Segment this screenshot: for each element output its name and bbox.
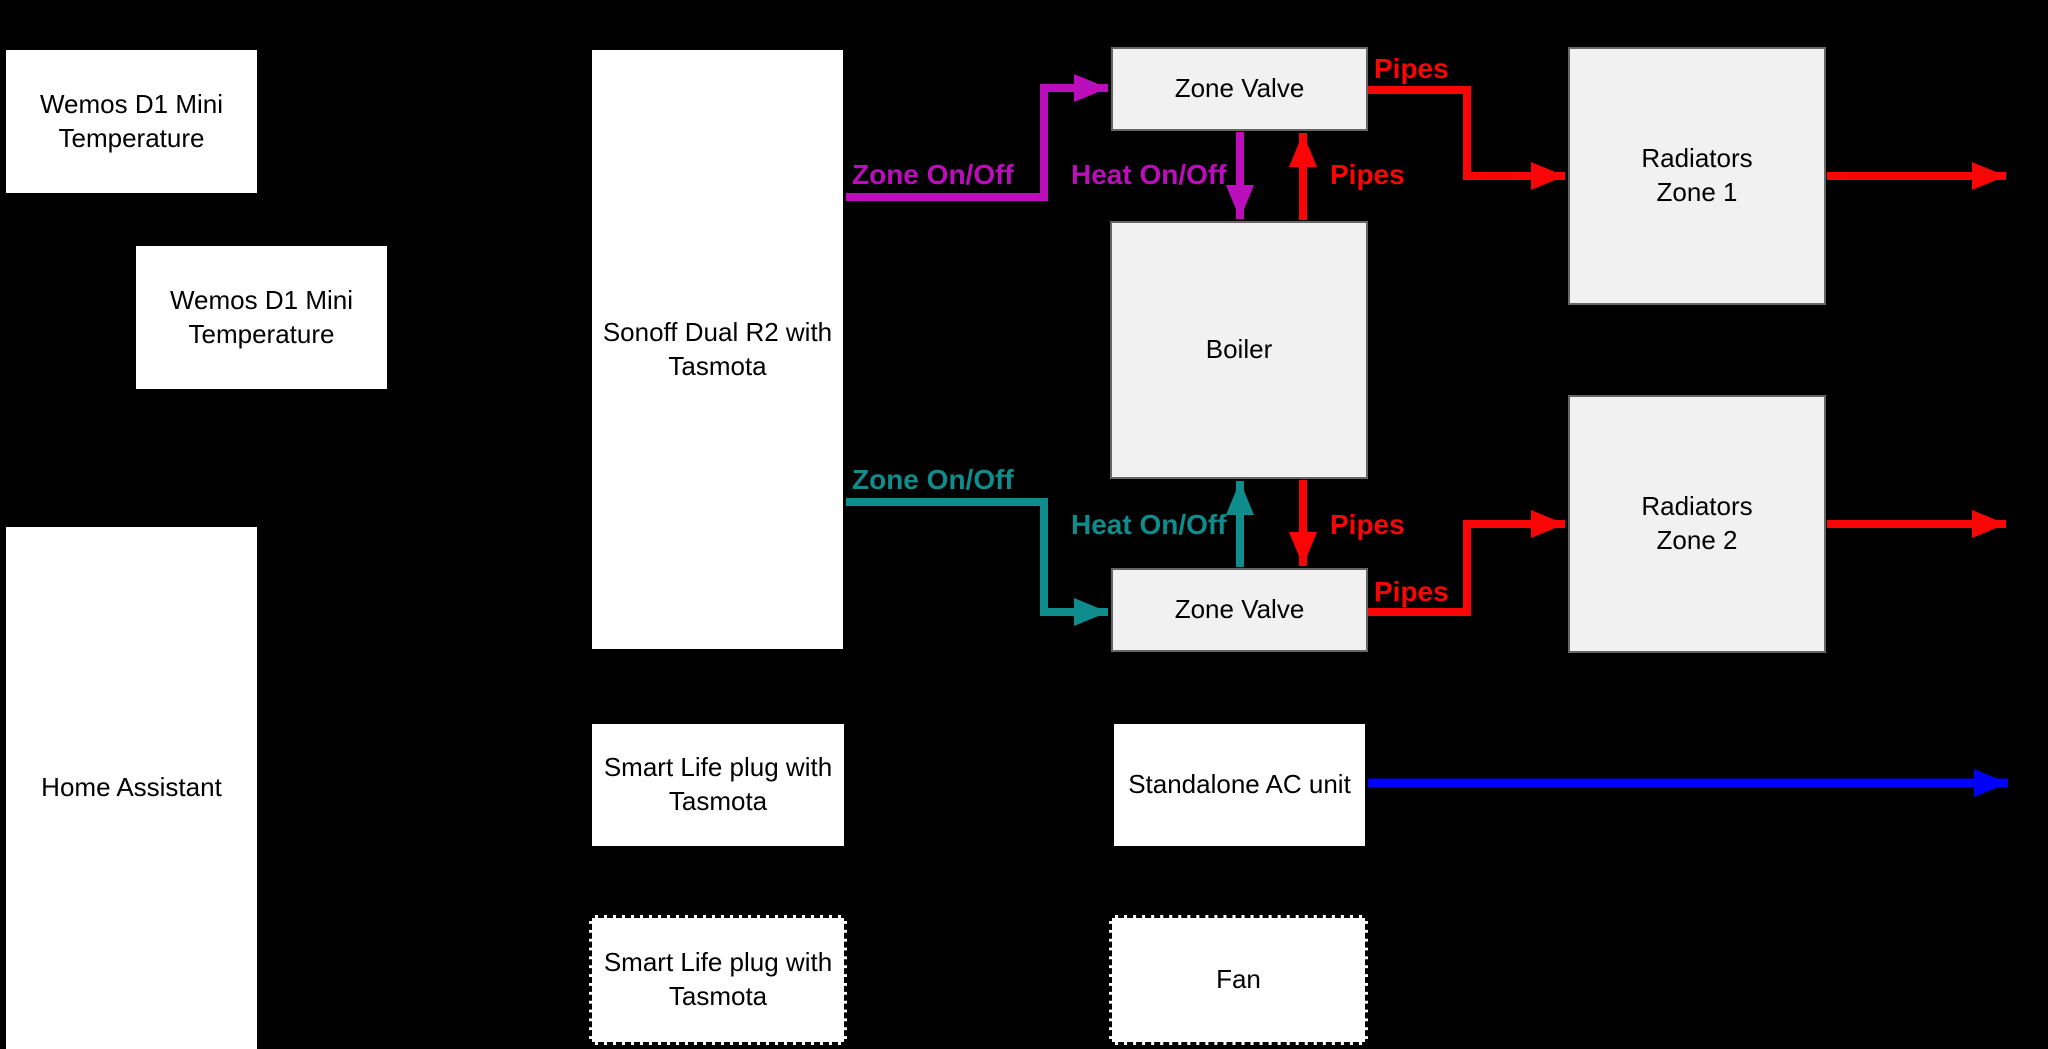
node-zone-valve-1: Zone Valve bbox=[1111, 47, 1368, 131]
node-radiators-zone-1: Radiators Zone 1 bbox=[1568, 47, 1826, 305]
node-fan-label: Fan bbox=[1216, 964, 1261, 995]
node-wemos-d1-mini-1-label: Wemos D1 Mini Temperature bbox=[39, 88, 223, 153]
edge-label-pipes-valve2-rad2: Pipes bbox=[1374, 576, 1449, 607]
node-radiators-zone-2-label: Radiators Zone 2 bbox=[1641, 491, 1753, 555]
node-radiators-zone-2: Radiators Zone 2 bbox=[1568, 395, 1826, 653]
node-boiler-label: Boiler bbox=[1205, 334, 1273, 365]
node-home-assistant-label: Home Assistant bbox=[41, 772, 222, 803]
node-wemos-d1-mini-2-label: Wemos D1 Mini Temperature bbox=[169, 284, 353, 349]
edge-label-heat-onoff-2: Heat On/Off bbox=[1071, 509, 1227, 540]
node-sonoff-dual-r2-label: Sonoff Dual R2 with Tasmota bbox=[602, 316, 833, 381]
node-standalone-ac-unit: Standalone AC unit bbox=[1111, 721, 1368, 849]
edge-label-pipes-boiler-valve1: Pipes bbox=[1330, 159, 1405, 190]
node-sonoff-dual-r2: Sonoff Dual R2 with Tasmota bbox=[589, 47, 846, 652]
node-wemos-d1-mini-1: Wemos D1 Mini Temperature bbox=[3, 47, 260, 196]
node-zone-valve-2-label: Zone Valve bbox=[1174, 594, 1305, 625]
node-smart-life-plug-2-label: Smart Life plug with Tasmota bbox=[603, 947, 833, 1011]
edge-zone-onoff-2-arrow bbox=[846, 498, 1108, 626]
node-smart-life-plug-2: Smart Life plug with Tasmota bbox=[589, 915, 847, 1045]
node-zone-valve-2: Zone Valve bbox=[1111, 568, 1368, 652]
edge-label-pipes-boiler-valve2: Pipes bbox=[1330, 509, 1405, 540]
node-standalone-ac-unit-label: Standalone AC unit bbox=[1128, 769, 1351, 800]
edge-label-zone-onoff-1: Zone On/Off bbox=[852, 159, 1014, 190]
node-smart-life-plug-1-label: Smart Life plug with Tasmota bbox=[603, 752, 833, 816]
node-boiler: Boiler bbox=[1110, 221, 1368, 479]
node-wemos-d1-mini-2: Wemos D1 Mini Temperature bbox=[133, 243, 390, 392]
node-home-assistant: Home Assistant bbox=[3, 524, 260, 1049]
edge-label-zone-onoff-2: Zone On/Off bbox=[852, 464, 1014, 495]
node-smart-life-plug-1: Smart Life plug with Tasmota bbox=[589, 721, 847, 849]
edge-label-heat-onoff-1: Heat On/Off bbox=[1071, 159, 1227, 190]
node-radiators-zone-1-label: Radiators Zone 1 bbox=[1641, 143, 1753, 207]
node-zone-valve-1-label: Zone Valve bbox=[1174, 73, 1305, 104]
node-fan: Fan bbox=[1109, 915, 1368, 1045]
edge-label-pipes-valve1-rad1: Pipes bbox=[1374, 53, 1449, 84]
